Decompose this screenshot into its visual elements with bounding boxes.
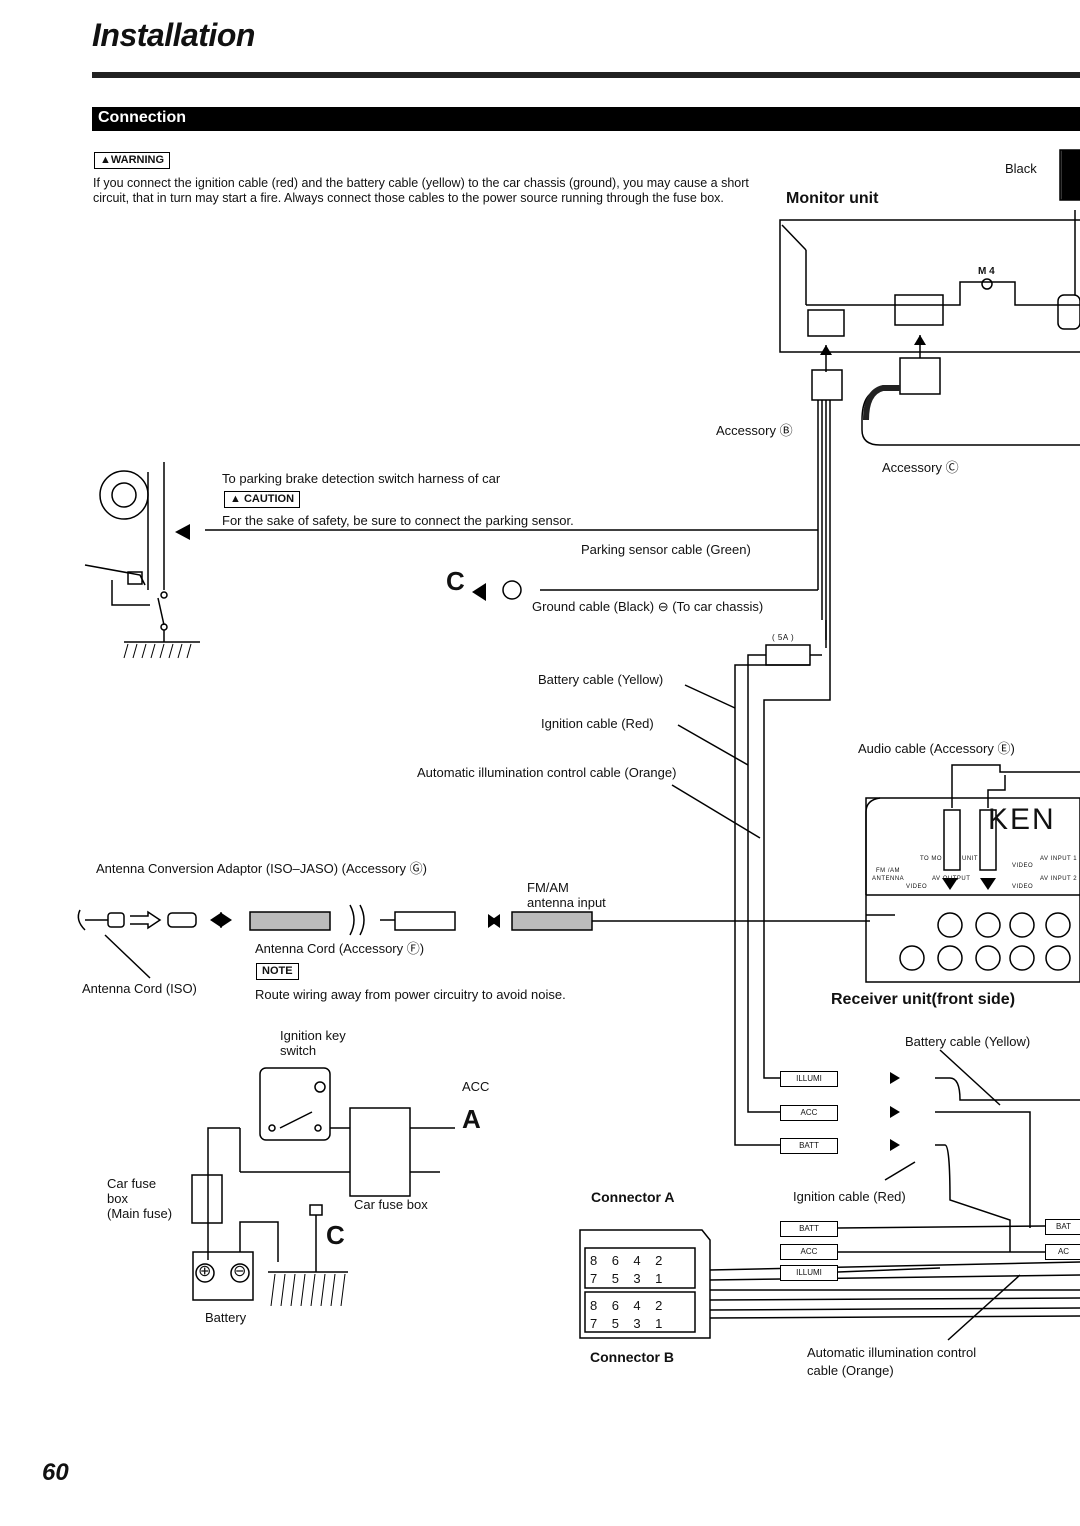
ignition-key-label-2: switch xyxy=(280,1043,317,1058)
car-fuse-box-label: Car fuse box xyxy=(354,1197,428,1212)
pin: 3 xyxy=(633,1316,641,1331)
pin: 1 xyxy=(655,1316,663,1331)
caution-icon: ▲ xyxy=(230,493,241,505)
fuse-rating-label: ( 5A ) xyxy=(772,633,795,642)
connector-b-label: Connector B xyxy=(590,1349,674,1365)
connector-a-pins-row1: 8 6 4 2 xyxy=(590,1253,662,1268)
panel-unit: UNIT xyxy=(962,856,978,862)
pin: 4 xyxy=(633,1298,641,1313)
pin: 6 xyxy=(611,1298,619,1313)
receiver-brand-logo: KEN xyxy=(988,803,1056,836)
panel-video-2: VIDEO xyxy=(1012,863,1034,869)
monitor-unit-label: Monitor unit xyxy=(786,190,879,207)
pin: 7 xyxy=(590,1271,598,1286)
note-text: Route wiring away from power circuitry t… xyxy=(255,987,566,1002)
pin: 8 xyxy=(590,1298,598,1313)
tag-batt: BATT xyxy=(780,1138,838,1154)
pin: 1 xyxy=(655,1271,663,1286)
auto-illum-label-2b: cable (Orange) xyxy=(807,1363,894,1378)
ignition-cable-label: Ignition cable (Red) xyxy=(541,716,654,731)
pin: 5 xyxy=(611,1271,619,1286)
ignition-key-label-1: Ignition key xyxy=(280,1028,346,1043)
accessory-b-label: Accessory Ⓑ xyxy=(716,423,793,438)
pin: 4 xyxy=(633,1253,641,1268)
antenna-adaptor-label: Antenna Conversion Adaptor (ISO–JASO) (A… xyxy=(96,861,427,876)
pin: 5 xyxy=(611,1316,619,1331)
warning-text: If you connect the ignition cable (red) … xyxy=(93,176,749,205)
parking-sensor-label: Parking sensor cable (Green) xyxy=(581,542,751,557)
ignition-cable-label-2: Ignition cable (Red) xyxy=(793,1189,906,1204)
battery-minus-icon: ⊖ xyxy=(233,1263,247,1280)
audio-cable-label: Audio cable (Accessory Ⓔ) xyxy=(858,741,1015,756)
receiver-unit-label: Receiver unit(front side) xyxy=(831,991,1016,1008)
parking-brake-intro: To parking brake detection switch harnes… xyxy=(222,471,501,486)
main-fuse-label-3: (Main fuse) xyxy=(107,1206,173,1221)
warning-icon: ▲ xyxy=(100,154,111,166)
battery-label: Battery xyxy=(205,1310,247,1325)
ground-letter-c: C xyxy=(446,566,465,596)
warning-badge-label: WARNING xyxy=(110,154,165,166)
main-fuse-label-2: box xyxy=(107,1191,128,1206)
panel-fm-am: FM /AM xyxy=(876,868,900,874)
ground-cable-label: Ground cable (Black) ⊖ (To car chassis) xyxy=(532,599,764,614)
panel-to-monitor: TO MO xyxy=(920,856,943,862)
connector-a-pins-row2: 7 5 3 1 xyxy=(590,1271,662,1286)
connector-b-pins-row1: 8 6 4 2 xyxy=(590,1298,662,1313)
tag-acc-2: ACC xyxy=(780,1244,838,1260)
panel-video-3: VIDEO xyxy=(1012,884,1034,890)
letter-c-ground: C xyxy=(326,1220,345,1250)
letter-a: A xyxy=(462,1104,481,1134)
title-rule xyxy=(92,72,1080,78)
fm-am-label-2: antenna input xyxy=(527,895,606,910)
pin: 8 xyxy=(590,1253,598,1268)
tag-batt-edge: BAT xyxy=(1045,1219,1080,1235)
page-number: 60 xyxy=(42,1459,69,1486)
warning-badge: ▲WARNING xyxy=(94,152,171,169)
panel-av-output: AV OUTPUT xyxy=(932,876,971,882)
m4-label: M 4 xyxy=(978,266,995,277)
main-fuse-label-1: Car fuse xyxy=(107,1176,157,1191)
panel-video-1: VIDEO xyxy=(906,884,928,890)
fm-am-label-1: FM/AM xyxy=(527,880,569,895)
pin: 2 xyxy=(655,1253,663,1268)
accessory-c-label: Accessory Ⓒ xyxy=(882,460,959,475)
connector-b-pins-row2: 7 5 3 1 xyxy=(590,1316,662,1331)
pin: 2 xyxy=(655,1298,663,1313)
caution-badge-label: CAUTION xyxy=(243,493,295,505)
black-label: Black xyxy=(1005,161,1037,176)
tag-acc: ACC xyxy=(780,1105,838,1121)
panel-antenna: ANTENNA xyxy=(872,876,905,882)
panel-av-input-2: AV INPUT 2 xyxy=(1040,876,1078,882)
pin: 7 xyxy=(590,1316,598,1331)
pin: 6 xyxy=(611,1253,619,1268)
caution-text: For the sake of safety, be sure to conne… xyxy=(222,513,574,528)
note-badge: NOTE xyxy=(256,963,299,980)
battery-plus-icon: ⊕ xyxy=(198,1263,212,1280)
connector-a-label: Connector A xyxy=(591,1189,675,1205)
tag-batt-2: BATT xyxy=(780,1221,838,1237)
section-bar xyxy=(92,107,1080,131)
panel-av-input-1: AV INPUT 1 xyxy=(1040,856,1078,862)
tag-illumi-2: ILLUMI xyxy=(780,1265,838,1281)
section-title: Connection xyxy=(98,109,186,126)
antenna-cord-f-label: Antenna Cord (Accessory Ⓕ) xyxy=(255,941,425,956)
note-badge-label: NOTE xyxy=(262,965,293,977)
acc-label: ACC xyxy=(462,1079,490,1094)
antenna-cord-iso-label: Antenna Cord (ISO) xyxy=(82,981,197,996)
battery-cable-label: Battery cable (Yellow) xyxy=(538,672,664,687)
tag-acc-edge: AC xyxy=(1045,1244,1080,1260)
auto-illum-label-2a: Automatic illumination control xyxy=(807,1345,977,1360)
pin: 3 xyxy=(633,1271,641,1286)
auto-illumination-label: Automatic illumination control cable (Or… xyxy=(417,765,677,780)
tag-illumi: ILLUMI xyxy=(780,1071,838,1087)
caution-badge: ▲ CAUTION xyxy=(224,491,301,508)
monitor-unit-box xyxy=(779,219,1080,353)
battery-cable-label-2: Battery cable (Yellow) xyxy=(905,1034,1031,1049)
